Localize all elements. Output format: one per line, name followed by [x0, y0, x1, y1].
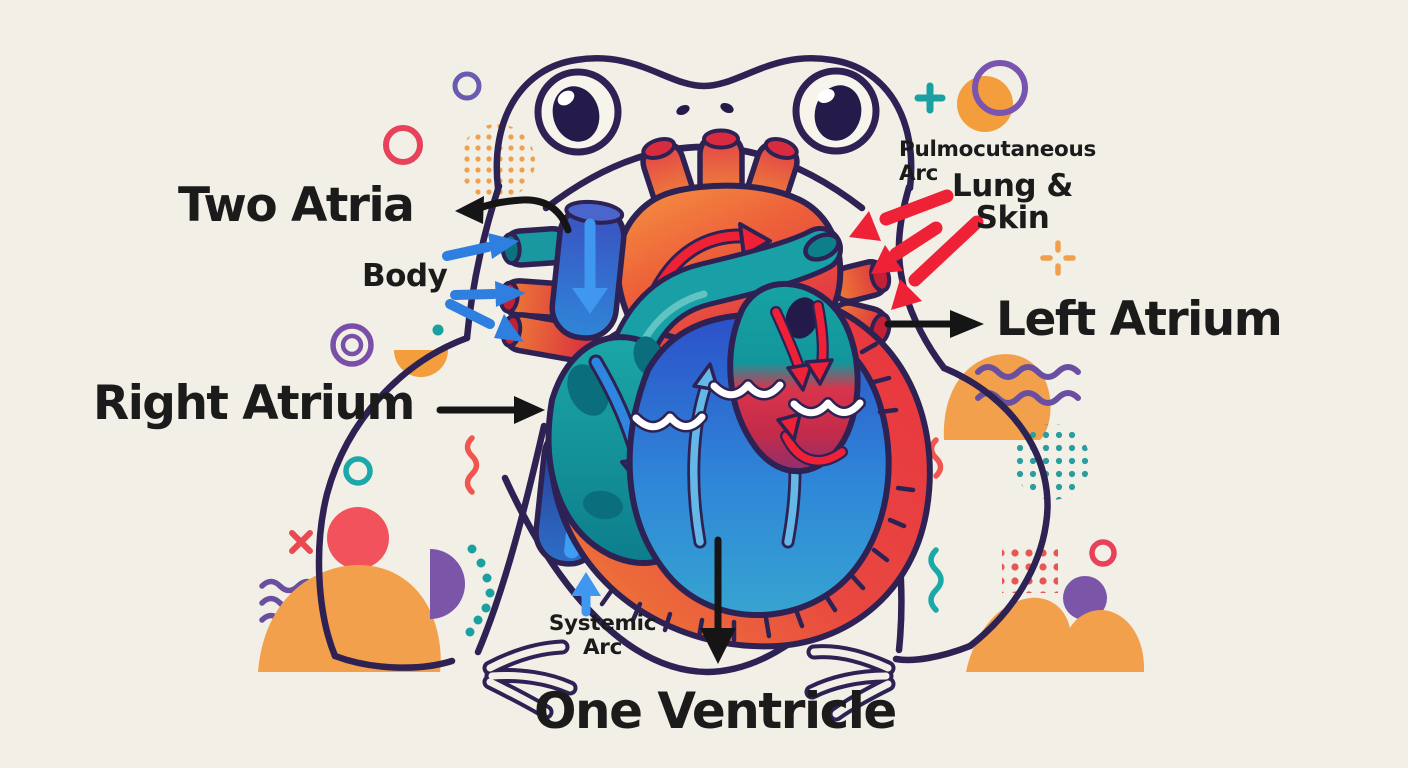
- squiggle-red-right-icon: [928, 437, 944, 479]
- frog-head: [493, 55, 915, 192]
- circle-orange-icon: [957, 76, 1013, 132]
- dot-teal-icon: [432, 324, 444, 336]
- frog-outline: [315, 55, 1051, 722]
- wave-blob-orange-icon: [966, 597, 1145, 672]
- x-mark-red-icon: [289, 530, 313, 554]
- frog-nostrils: [676, 102, 734, 116]
- frog-heel-left: [331, 652, 456, 671]
- frog-heel-right: [892, 642, 974, 664]
- left-atrium-chamber: [727, 281, 861, 474]
- frog-eye-left: [534, 68, 622, 156]
- lung-skin-arrows: [849, 189, 984, 310]
- dashed-plus-orange-icon: [1040, 240, 1076, 276]
- frog-thigh-left: [315, 334, 471, 660]
- annotation-arrows: [436, 189, 984, 664]
- systemic-arc-arrow: [571, 572, 601, 617]
- precaval-flow-arrow: [572, 218, 608, 314]
- plus-teal-icon: [914, 82, 946, 114]
- ring-red-right-icon: [1089, 539, 1117, 567]
- heart-valves: [630, 379, 866, 433]
- label-lung-skin: Lung &Skin: [950, 170, 1075, 234]
- label-two-atria: Two Atria: [178, 178, 415, 233]
- circle-purple-icon: [1063, 576, 1107, 620]
- heart-illustration: [498, 128, 933, 650]
- label-body: Body: [362, 258, 448, 294]
- frog-shin-left: [474, 422, 548, 656]
- double-ring-purple-icon: [330, 323, 374, 367]
- systemic-line2: Arc: [582, 635, 623, 661]
- pulmocutaneous-line2: Arc: [899, 161, 939, 187]
- label-right-atrium: Right Atrium: [93, 376, 415, 431]
- frog-thigh-right: [940, 364, 1051, 650]
- hill-orange-icon: [258, 565, 441, 672]
- lung-skin-line2: Skin: [975, 200, 1050, 237]
- lung-skin-line1: Lung &: [952, 168, 1073, 204]
- frog-eye-right: [792, 67, 880, 155]
- body-arrows: [442, 233, 526, 342]
- systemic-line1: Systemic: [548, 611, 657, 636]
- half-disc-purple-icon: [430, 549, 465, 619]
- label-one-ventricle: One Ventricle: [534, 682, 897, 740]
- blob-red-icon: [327, 507, 389, 569]
- pulmocutaneous-line1: Pulmocutaneous: [899, 137, 1097, 162]
- left-atrium-arrow: [884, 310, 984, 338]
- squiggle-teal-right-icon: [928, 547, 944, 613]
- dot-column-teal-icon: [465, 544, 495, 637]
- squiggle-red-icon: [464, 435, 480, 495]
- ring-purple-overlap-icon: [972, 60, 1028, 116]
- one-ventricle-arrow: [700, 536, 736, 664]
- ring-purple-icon: [452, 71, 482, 101]
- two-atria-arrow: [455, 196, 572, 234]
- ring-red-icon: [383, 125, 423, 165]
- label-left-atrium: Left Atrium: [996, 292, 1283, 347]
- right-atrium-arrow: [436, 396, 545, 424]
- ring-teal-icon: [343, 456, 373, 486]
- decorative-shapes-left: [258, 71, 535, 672]
